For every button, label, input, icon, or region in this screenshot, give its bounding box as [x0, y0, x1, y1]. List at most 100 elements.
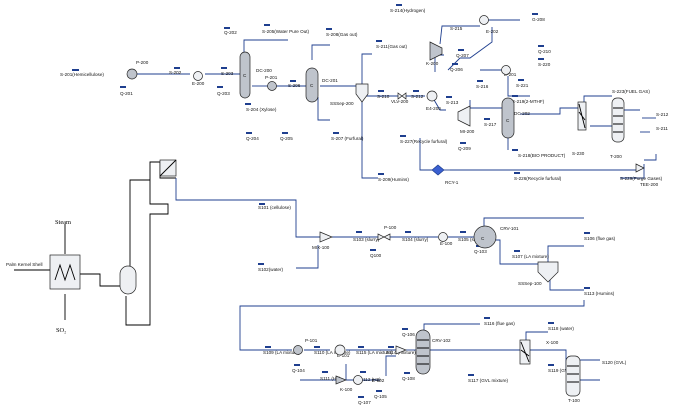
unit-p101: P-101 [305, 338, 318, 343]
flag-s106 [584, 232, 590, 234]
unit-k200: K-200 [426, 61, 439, 66]
stream-s119: S119 (GVL) [548, 368, 572, 373]
stream-q100: Q100 [370, 253, 382, 258]
tower-t100-icon [565, 355, 581, 397]
stream-s105: S105 (slurry) [458, 237, 485, 242]
unit-rcy1: RCY-1 [445, 180, 459, 185]
stream-s205: S-205(Water Pure Out) [262, 29, 310, 34]
flag-s219 [512, 95, 518, 97]
flag-q201 [120, 86, 126, 88]
unit-e100: E-100 [440, 241, 453, 246]
unit-t100: T-100 [568, 398, 580, 403]
flag-s220 [538, 58, 544, 60]
reactor-crv102-trays-icon [417, 339, 429, 365]
compressor-k100-icon [335, 375, 347, 385]
flag-s113 [584, 287, 590, 289]
stream-q210: Q-210 [538, 49, 551, 54]
stream-q202: Q-202 [224, 30, 237, 35]
unit-dc200: DC-200 [256, 68, 272, 73]
flag-s209 [378, 173, 384, 175]
flag-q205 [282, 132, 288, 134]
flash-vessel-icon [119, 265, 137, 295]
flag-s111 [322, 371, 328, 373]
heater-e102-icon [353, 375, 363, 385]
top-equipment: C C C [126, 15, 645, 176]
reactor-crv101-glyph: C [481, 236, 485, 241]
stream-s204: S-204 (Xylose) [246, 107, 277, 112]
unit-p200: P-200 [136, 60, 149, 65]
stream-q201: Q-201 [120, 91, 133, 96]
stream-s207: S-207 (Furfural) [331, 136, 364, 141]
tee-tee200-icon [635, 163, 645, 173]
top-stream-labels: S-201(Hemicellulose) Q-201 P-200 S-202 Q… [60, 4, 669, 187]
flag-s102 [258, 263, 264, 265]
flag-s114 [388, 346, 394, 348]
flag-q106 [402, 328, 408, 330]
reactor-coil-icon [54, 263, 76, 282]
flag-s112 [360, 371, 366, 373]
flag-s107 [514, 250, 520, 252]
stream-s215: S-215 [450, 26, 463, 31]
stream-s113: S113 (Humins) [584, 291, 615, 296]
flag-q202 [224, 27, 230, 29]
stream-s212b: S-212 [656, 112, 669, 117]
flag-s206 [290, 80, 296, 82]
mixer-mix100-icon [319, 231, 333, 243]
flag-s118 [548, 322, 554, 324]
unit-p201: P-201 [265, 75, 278, 80]
flag-s117 [468, 374, 474, 376]
stream-so2: SO₂ [56, 327, 66, 334]
stream-s116: S116 (flue gas) [484, 321, 515, 326]
unit-e200: E-200 [192, 81, 205, 86]
stream-steam: Steam [55, 219, 71, 226]
flag-s115 [358, 346, 364, 348]
unit-k100: K-100 [340, 387, 353, 392]
flag-s119 [548, 364, 554, 366]
stream-s210: S-210 [377, 94, 390, 99]
column-dc201-glyph: C [310, 83, 314, 88]
bottom-equipment [293, 329, 581, 397]
stream-q205: Q-205 [280, 136, 293, 141]
unit-vlv200: VLV-200 [391, 99, 409, 104]
stream-s120: S120 (GVL) [602, 360, 627, 365]
stream-s102: S102(water) [258, 267, 283, 272]
unit-mi200: MI-200 [460, 129, 475, 134]
flag-s212 [413, 90, 419, 92]
pump-p201-icon [267, 81, 277, 91]
stream-q103: Q-103 [474, 249, 487, 254]
flag-s211 [376, 40, 382, 42]
stream-q206: Q-206 [450, 67, 463, 72]
stream-q108: Q-108 [402, 376, 415, 381]
unit-p100: P-100 [384, 225, 397, 230]
stream-s229: S-229(Purge Gases) [620, 176, 663, 181]
stream-s118: S118 (water) [548, 326, 574, 331]
stream-s106: S106 (flue gas) [584, 236, 616, 241]
stream-q209: Q-209 [458, 146, 471, 151]
stream-q203: Q-203 [217, 91, 230, 96]
valve-vlv200-icon [397, 92, 407, 100]
flag-g208 [532, 13, 538, 15]
stream-s202: S-202 [169, 70, 182, 75]
flag-q210 [538, 45, 544, 47]
exchanger-hatch-icon [578, 103, 586, 129]
stream-palm: Palm Kernel Shell [6, 262, 43, 267]
flag-s204 [245, 103, 251, 105]
unit-e102: E-102 [372, 378, 385, 383]
flag-q206 [452, 63, 458, 65]
unit-mix100: MIX-100 [312, 245, 330, 250]
flag-q209 [460, 142, 466, 144]
flag-s201 [72, 69, 79, 71]
stream-q105: Q-105 [374, 394, 387, 399]
stream-s209: S-209(Humins) [378, 177, 409, 182]
stream-s223: S-223(FUEL GAS) [612, 89, 650, 94]
pump-p101-icon [293, 345, 303, 355]
flag-s205 [264, 24, 270, 26]
stream-s213: S-213 [446, 100, 459, 105]
stream-s112: S112 (H2) [360, 377, 381, 382]
unit-t200: T-200 [610, 154, 622, 159]
unit-crv102: CRV-102 [432, 338, 451, 343]
flag-q100 [370, 249, 376, 251]
unit-e202: E-202 [486, 29, 499, 34]
